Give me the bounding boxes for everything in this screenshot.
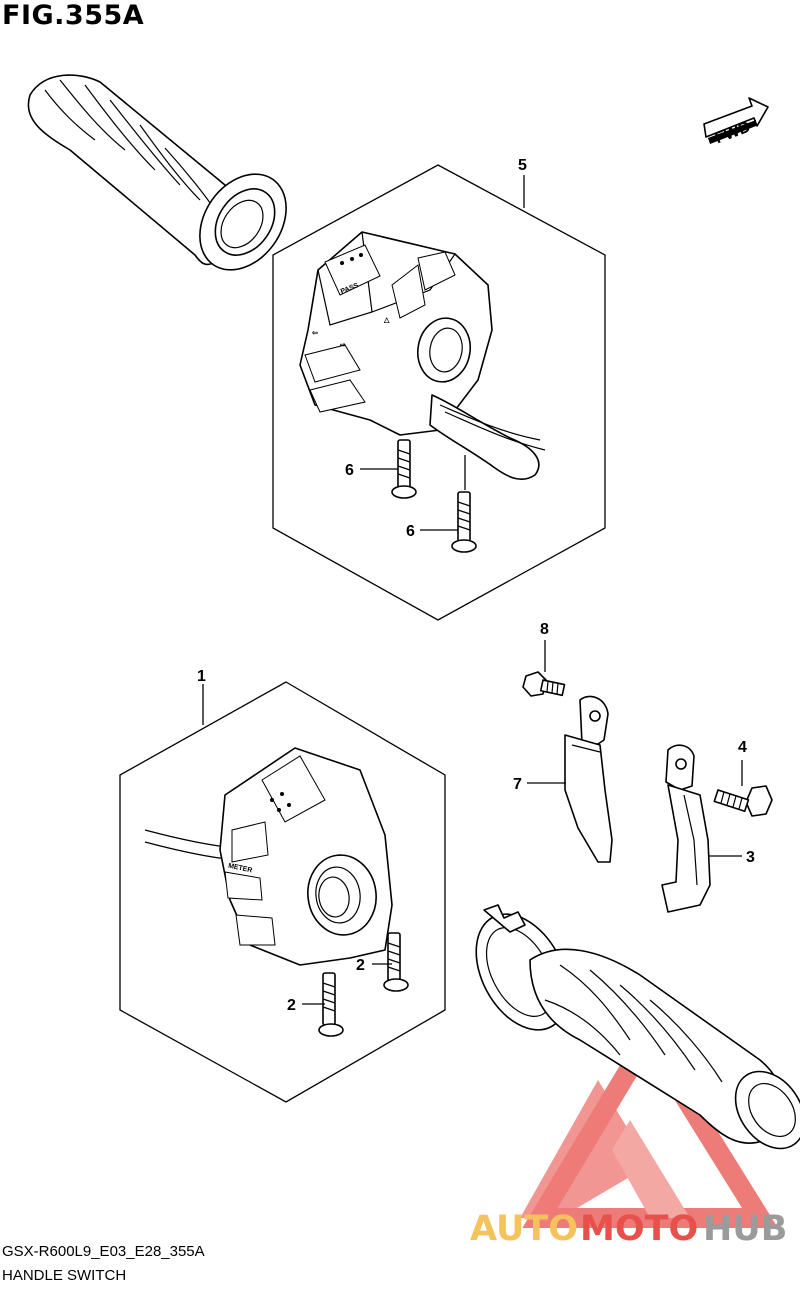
callout-6a: 6 [345,462,354,479]
callout-2b: 2 [287,997,296,1014]
bolt-4 [713,785,773,817]
fwd-arrow-icon: FWD [703,97,769,147]
clamp-7 [564,695,613,863]
callout-2a: 2 [356,957,365,974]
screw-6a [391,439,417,499]
watermark-text: AUTO MOTO HUB [470,1209,787,1249]
left-handle-switch-lower: METER [144,747,393,966]
meter-label: METER [227,863,252,875]
assembly-frame-1 [119,681,446,1103]
figure-name: HANDLE SWITCH [2,1267,127,1284]
screw-2a [383,932,409,992]
watermark-part1: AUTO [470,1209,578,1249]
turn-right-icon: ⇨ [340,342,346,349]
model-code: GSX-R600L9_E03_E28_355A [2,1243,205,1260]
screw-6b [451,491,477,553]
callout-1: 1 [197,668,206,685]
callout-4: 4 [738,739,747,756]
callout-8: 8 [540,621,549,638]
figure-title: FIG.355A [2,0,145,31]
clamp-3 [661,744,711,913]
callout-5: 5 [518,157,527,174]
watermark-part2: MOTO [580,1209,698,1249]
hazard-icon: △ [383,317,390,324]
watermark-part3: HUB [703,1209,787,1249]
callout-7: 7 [513,776,522,793]
assembly-frame-5 [272,164,606,621]
turn-left-icon: ⇦ [311,330,318,337]
callout-6b: 6 [406,523,415,540]
callout-3: 3 [746,849,755,866]
screw-2b [318,972,344,1037]
left-handlebar-grip [27,74,287,271]
watermark-logo-icon [520,1018,778,1228]
right-handlebar-grip [475,904,800,1150]
right-handle-switch-upper: PASS ⇦ ⇨ △ [299,231,546,490]
bolt-8 [522,671,566,697]
